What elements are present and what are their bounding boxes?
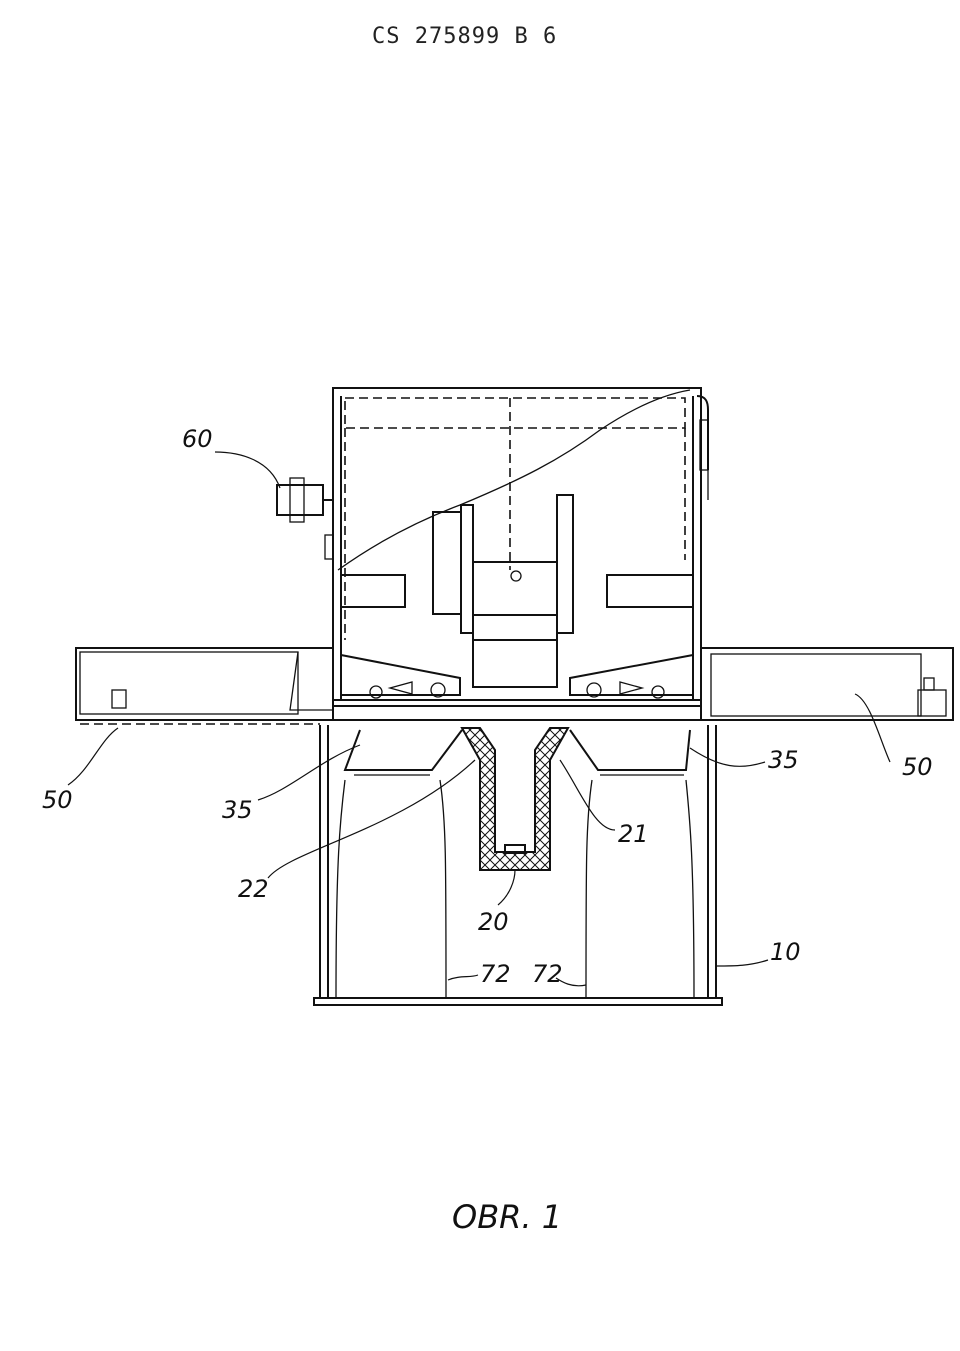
ref-35-left: 35 [222,796,253,824]
handle-60 [276,477,334,560]
ref-72-right: 72 [532,960,563,988]
nozzle-20 [460,727,570,871]
leader-lines [67,451,891,987]
ref-20: 20 [478,908,509,936]
figure-caption: OBR. 1 [452,1198,562,1236]
lower-container-10 [313,725,723,1006]
ref-10: 10 [770,938,801,966]
platform [75,647,954,725]
ref-21: 21 [618,820,649,848]
upper-housing [332,387,709,701]
ref-35-right: 35 [768,746,799,774]
ref-60: 60 [182,425,213,453]
ref-22: 22 [238,875,269,903]
ref-50-left: 50 [42,786,73,814]
ref-50-right: 50 [902,753,933,781]
document-number: CS 275899 B 6 [372,24,558,49]
ref-72-left: 72 [480,960,511,988]
